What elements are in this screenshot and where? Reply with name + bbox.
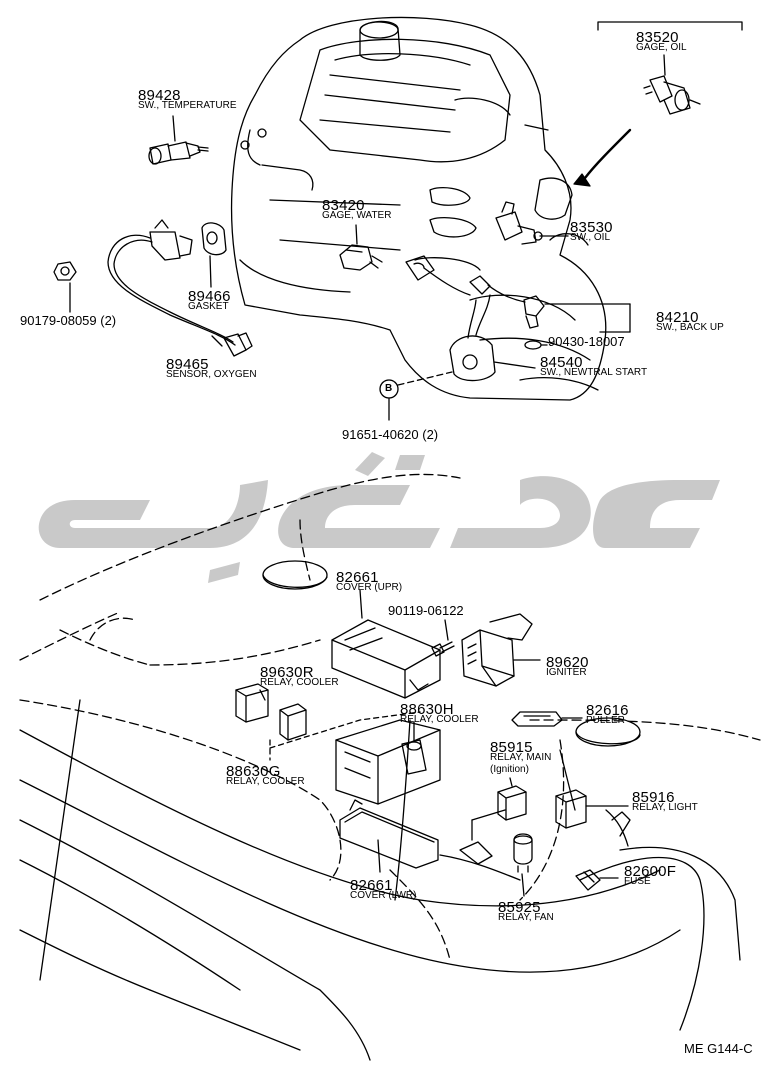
part-number: 83420 [322,197,365,214]
part-name: SW., BACK UP [656,322,724,333]
lower-cover-part [339,799,439,873]
part-number: 85915 [490,739,533,756]
bolt-marker-label: B [385,383,393,394]
puller-part [511,711,583,727]
part-number: 82600F [624,863,677,880]
light-relay-part [555,789,629,847]
relay-box [269,711,421,761]
part-name: SW., TEMPERATURE [138,100,237,111]
part-number: 88630H [400,701,454,718]
part-name: GAGE, OIL [636,42,687,53]
part-number: 84540 [540,354,583,371]
water-gage-part [339,224,383,271]
part-name: IGNITER [546,667,587,678]
part-name: RELAY, FAN [498,912,554,923]
part-number: 90119-06122 [388,603,464,618]
part-number: 89620 [546,654,589,671]
nut-part [53,261,77,313]
part-number: 82616 [586,702,629,719]
part-name: COVER (UPR) [336,582,403,593]
part-name: GASKET [188,301,229,312]
neutral-start-switch-part [397,294,536,386]
part-name: SW., OIL [570,232,611,243]
main-relay-part [497,777,527,821]
part-name: RELAY, COOLER [260,677,339,688]
oil-gage-part [573,21,743,187]
upper-cover-part [331,589,441,699]
diagram-code: ME G144-C [684,1041,753,1056]
relay-block-part [335,719,441,805]
oxygen-sensor-part [107,219,253,357]
oil-switch-part [495,201,569,245]
part-number: 88630G [226,763,281,780]
part-number: 91651-40620 (2) [342,427,439,442]
part-number: 89465 [166,356,209,373]
part-number: 82661 [336,569,379,586]
part-number: 82661 [350,877,393,894]
car-body-solid [19,560,741,1061]
part-number: 89630R [260,664,314,681]
engine-block [230,16,607,401]
part-number: 90430-18007 [548,334,625,349]
watermark-logo [38,452,720,583]
part-number: 84210 [656,309,699,326]
part-number: 83520 [636,29,679,46]
part-name: RELAY, LIGHT [632,802,698,813]
part-number: 83530 [570,219,613,236]
fuse-part [575,869,619,891]
part-number: 89466 [188,288,231,305]
part-name: COVER (LWR) [350,890,417,901]
wiring [439,809,631,881]
part-note: (Ignition) [490,764,529,775]
part-name: SW., NEWTRAL START [540,367,648,378]
bolt-marker [379,379,399,421]
bolt-part [431,619,455,657]
part-number: 89428 [138,87,181,104]
relay-cooler-r-part [235,683,307,741]
part-name: PULLER [586,715,625,726]
part-name: FUSE [624,876,651,887]
part-number: 85916 [632,789,675,806]
part-name: SENSOR, OXYGEN [166,369,257,380]
car-body [19,473,761,961]
part-number: 90179-08059 (2) [20,313,117,328]
igniter-part [461,613,541,687]
part-number: 85925 [498,899,541,916]
part-name: GAGE, WATER [322,210,392,221]
part-name: RELAY, COOLER [400,714,479,725]
part-name: RELAY, MAIN [490,752,552,763]
fan-relay-part [513,833,533,897]
back-up-switch-part [405,255,631,350]
temperature-switch-part [148,115,209,165]
part-name: RELAY, COOLER [226,776,305,787]
